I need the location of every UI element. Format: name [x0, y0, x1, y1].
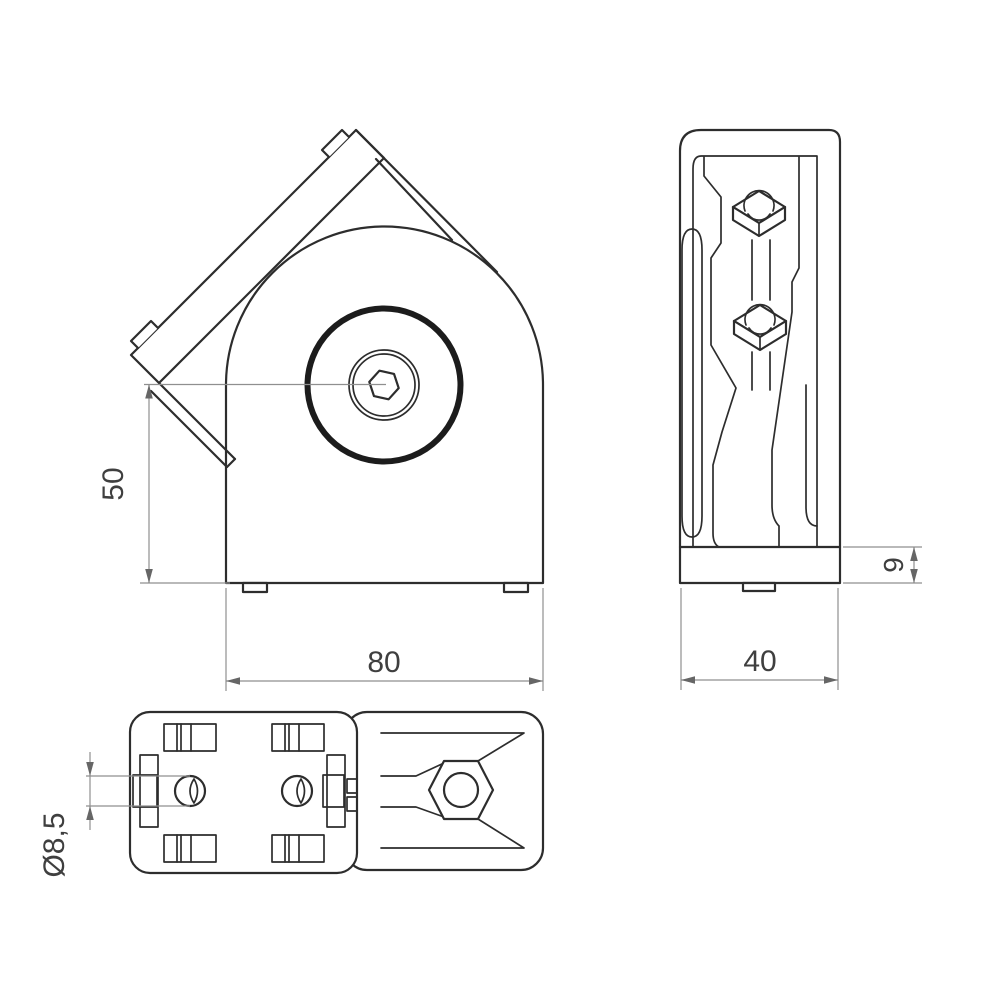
hole-right: [280, 774, 314, 808]
side-left-lobe: [681, 228, 703, 538]
dim-label-base-thickness: 9: [878, 557, 909, 573]
pivot-leaf-edge-lower-inner: [149, 389, 229, 469]
front-view: [129, 128, 545, 594]
slot-top-right: [271, 723, 325, 752]
slot-top-left-lines: [176, 723, 192, 752]
bracket-left-wide: [132, 774, 158, 808]
edge-notch-lower: [346, 796, 358, 812]
swivel-inner-top: [380, 732, 525, 762]
dimensions: 50 80 40 9 Ø8,: [38, 383, 922, 878]
edge-notch-upper: [346, 778, 358, 794]
slot-bottom-left-lines: [176, 834, 192, 863]
stud-between-nuts: [751, 239, 771, 301]
slot-bottom-left: [163, 834, 217, 863]
slot-top-left: [163, 723, 217, 752]
side-bottom-tab: [741, 581, 777, 593]
dimension-hole-diameter: Ø8,5: [38, 752, 190, 878]
clamp-jaw-right: [771, 156, 800, 548]
swivel-inner-bottom: [380, 818, 525, 849]
dim-label-front-height: 50: [97, 467, 130, 500]
pivot-leaf-end-cap: [225, 457, 237, 469]
bracket-left-tall: [139, 754, 159, 828]
front-foot-right: [502, 581, 530, 594]
pivot-leaf-edge-lower-outer: [157, 381, 237, 461]
hole-left-lens: [189, 778, 199, 804]
side-inner-frame: [692, 155, 818, 548]
slot-top-right-lines: [284, 723, 300, 752]
dim-label-side-width: 40: [743, 645, 776, 678]
side-view: [678, 128, 842, 593]
pivot-leaf-edge-upper-outer: [354, 128, 499, 274]
hole-right-lens: [296, 778, 306, 804]
hex-nut: [427, 759, 495, 821]
dimension-base-thickness: 9: [843, 546, 922, 584]
t-slot-brackets: [132, 754, 358, 828]
dim-label-front-width: 80: [367, 646, 400, 679]
dimension-side-width: 40: [680, 588, 839, 690]
swivel-channel-upper: [380, 762, 445, 777]
stud-below-lower-nut: [751, 351, 771, 391]
side-right-lobe: [805, 384, 818, 527]
hex-socket-icon: [368, 369, 400, 401]
swivel-channel-lower: [380, 806, 445, 818]
arm-tab-lower: [129, 319, 160, 350]
slot-bottom-right: [271, 834, 325, 863]
slot-bottom-right-lines: [284, 834, 300, 863]
dim-label-hole-diameter: Ø8,5: [38, 812, 71, 877]
front-foot-left: [241, 581, 269, 594]
pivot-leaf-edge-upper-inner: [374, 157, 454, 242]
base-plate-slots: [163, 723, 325, 863]
arm-tab-upper: [320, 128, 351, 159]
bottom-view: [128, 710, 545, 875]
bracket-right-wide: [322, 774, 345, 808]
hex-nut-bore: [442, 771, 480, 809]
front-body-outline: [224, 225, 545, 585]
dimension-front-width: 80: [225, 588, 544, 691]
dimension-front-height: 50: [97, 383, 386, 584]
clamp-jaw-left: [703, 156, 737, 548]
bracket-right-tall: [326, 754, 346, 828]
